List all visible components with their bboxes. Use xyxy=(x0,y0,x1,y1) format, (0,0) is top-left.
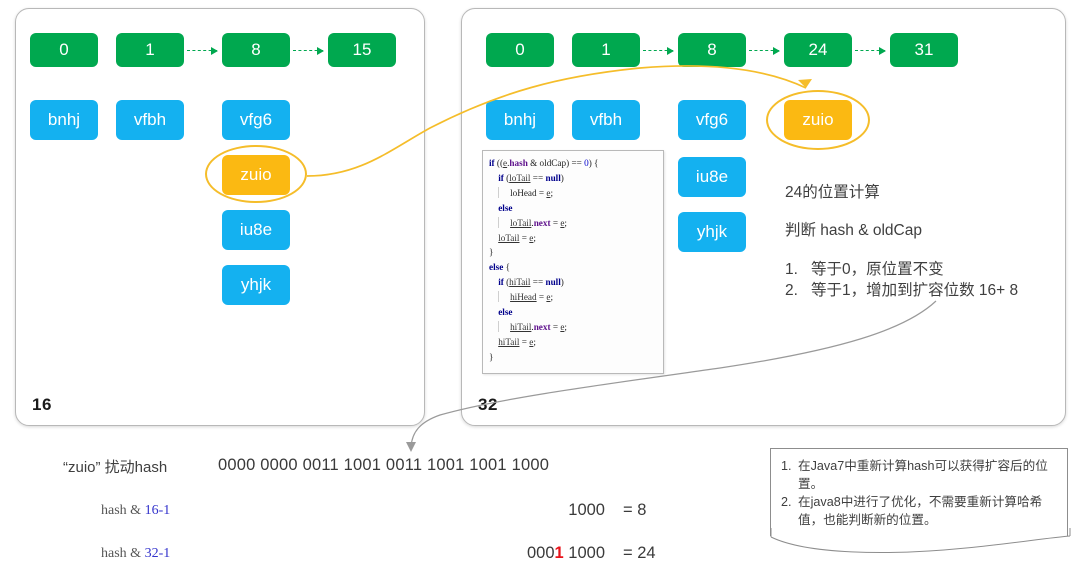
capacity-label-16: 16 xyxy=(32,395,52,414)
entry-label: zuio xyxy=(240,165,272,184)
callout-item-2-text: 在java8中进行了优化，不需要重新计算哈希值，也能判断新的位置。 xyxy=(798,494,1043,527)
note-rule-2-text: 等于1，增加到扩容位数 16+ 8 xyxy=(811,282,1019,299)
bucket-label: 0 xyxy=(59,40,69,59)
mask-result-bits-32: 0001 1000 xyxy=(430,544,605,563)
bucket-node-left-1[interactable]: 1 xyxy=(116,33,184,67)
entry-label: iu8e xyxy=(695,167,729,186)
mask-label-16-mask: 16-1 xyxy=(144,503,171,518)
mask-label-16-prefix: hash & xyxy=(101,503,142,518)
entry-node-yhjk-left[interactable]: yhjk xyxy=(222,265,290,305)
entry-node-vfbh-right[interactable]: vfbh xyxy=(572,100,640,140)
bucket-node-right-0[interactable]: 0 xyxy=(486,33,554,67)
entry-node-zuio-left[interactable]: zuio xyxy=(222,155,290,195)
note-rule-1: 1. 等于0，原位置不变 xyxy=(785,257,944,279)
bucket-label: 31 xyxy=(914,40,934,59)
bucket-label: 8 xyxy=(251,40,261,59)
callout-item-1: 1. 在Java7中重新计算hash可以获得扩容后的位置。 xyxy=(781,458,1055,494)
mask-result-decimal-16: = 8 xyxy=(623,501,647,519)
bucket-node-left-8[interactable]: 8 xyxy=(222,33,290,67)
bucket-node-left-0[interactable]: 0 xyxy=(30,33,98,67)
bits-post: 1000 xyxy=(568,501,605,519)
entry-label: yhjk xyxy=(240,275,272,294)
entry-label: zuio xyxy=(802,110,834,129)
entry-node-bnhj-left[interactable]: bnhj xyxy=(30,100,98,140)
bucket-link-arrow-left-1 xyxy=(187,47,218,55)
entry-label: yhjk xyxy=(696,222,728,241)
bucket-node-right-31[interactable]: 31 xyxy=(890,33,958,67)
bucket-label: 0 xyxy=(515,40,525,59)
bucket-label: 8 xyxy=(707,40,717,59)
bucket-link-arrow-right-1 xyxy=(643,47,674,55)
bucket-label: 1 xyxy=(601,40,611,59)
bucket-label: 1 xyxy=(145,40,155,59)
entry-label: iu8e xyxy=(239,220,273,239)
bucket-link-arrow-left-2 xyxy=(293,47,324,55)
hash-row-label: “zuio” 扰动hash xyxy=(63,459,168,476)
note-rule-1-text: 等于0，原位置不变 xyxy=(811,261,944,278)
entry-node-vfg6-right[interactable]: vfg6 xyxy=(678,100,746,140)
entry-label: vfbh xyxy=(133,110,167,129)
note-rule-1-index: 1. xyxy=(785,261,798,278)
entry-node-vfg6-left[interactable]: vfg6 xyxy=(222,100,290,140)
entry-node-bnhj-right[interactable]: bnhj xyxy=(486,100,554,140)
bucket-node-right-24[interactable]: 24 xyxy=(784,33,852,67)
mask-label-32-mask: 32-1 xyxy=(144,546,171,561)
bucket-label: 15 xyxy=(352,40,372,59)
note-rule-2-index: 2. xyxy=(785,282,798,299)
entry-node-zuio-right[interactable]: zuio xyxy=(784,100,852,140)
bits-post: 1000 xyxy=(563,544,605,562)
bits-highlight: 1 xyxy=(554,544,564,562)
entry-node-vfbh-left[interactable]: vfbh xyxy=(116,100,184,140)
bucket-link-arrow-right-3 xyxy=(855,47,886,55)
bits-pre: 000 xyxy=(526,544,555,562)
entry-label: vfg6 xyxy=(239,110,273,129)
note-rule-2: 2. 等于1，增加到扩容位数 16+ 8 xyxy=(785,278,1018,300)
mask-result-decimal-32: = 24 xyxy=(623,544,656,562)
bucket-node-right-8[interactable]: 8 xyxy=(678,33,746,67)
mask-label-32: hash & 32-1 xyxy=(101,546,170,562)
entry-node-iu8e-right[interactable]: iu8e xyxy=(678,157,746,197)
bucket-node-left-15[interactable]: 15 xyxy=(328,33,396,67)
entry-label: vfbh xyxy=(589,110,623,129)
entry-node-iu8e-left[interactable]: iu8e xyxy=(222,210,290,250)
entry-label: bnhj xyxy=(503,110,537,129)
callout-item-2-index: 2. xyxy=(781,494,792,509)
entry-label: bnhj xyxy=(47,110,81,129)
callout-item-1-text: 在Java7中重新计算hash可以获得扩容后的位置。 xyxy=(798,459,1048,491)
capacity-label-32: 32 xyxy=(478,395,498,414)
resize-split-code-snippet: if ((e.hash & oldCap) == 0) { if (loTail… xyxy=(482,150,664,374)
mask-label-16: hash & 16-1 xyxy=(101,503,170,519)
hash-row-bits: 0000 0000 0011 1001 0011 1001 1001 1000 xyxy=(218,456,550,474)
hashmap-panel-capacity-16 xyxy=(15,8,425,426)
mask-label-32-prefix: hash & xyxy=(101,546,142,561)
bucket-link-arrow-right-2 xyxy=(749,47,780,55)
note-judge-hash-oldcap: 判断 hash & oldCap xyxy=(785,222,922,239)
mask-result-bits-16: 1000 xyxy=(430,501,605,520)
java7-java8-callout: 1. 在Java7中重新计算hash可以获得扩容后的位置。 2. 在java8中… xyxy=(770,448,1068,536)
bucket-node-right-1[interactable]: 1 xyxy=(572,33,640,67)
bucket-label: 24 xyxy=(808,40,828,59)
note-position-calculation: 24的位置计算 xyxy=(785,184,880,201)
callout-item-2: 2. 在java8中进行了优化，不需要重新计算哈希值，也能判断新的位置。 xyxy=(781,494,1055,530)
callout-item-1-index: 1. xyxy=(781,459,792,473)
entry-node-yhjk-right[interactable]: yhjk xyxy=(678,212,746,252)
explanation-arrow-head xyxy=(406,442,416,452)
entry-label: vfg6 xyxy=(695,110,729,129)
